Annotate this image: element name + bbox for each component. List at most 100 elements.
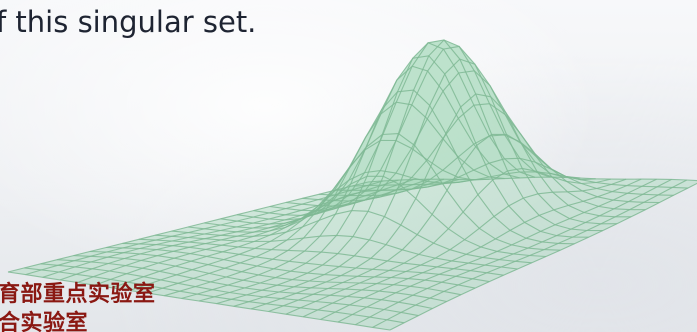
surface-face [376, 277, 408, 285]
surface-grid-line [237, 55, 589, 238]
surface-face [538, 192, 569, 210]
surface-face [444, 59, 476, 107]
surface-face [335, 304, 367, 315]
surface-face [451, 254, 483, 264]
surface-face [432, 190, 464, 229]
surface-face [330, 289, 362, 297]
surface-grid-line [171, 210, 532, 264]
surface-face [380, 173, 412, 191]
surface-face [455, 270, 487, 279]
surface-face [268, 305, 301, 315]
surface-face [42, 272, 77, 280]
surface-grid-line [24, 267, 405, 324]
surface-face [445, 107, 477, 166]
surface-face [364, 291, 396, 300]
surface-face [458, 170, 490, 180]
surface-face [89, 247, 123, 252]
surface-face [57, 260, 92, 267]
surface-face [322, 253, 355, 267]
surface-face [351, 180, 384, 187]
surface-face [357, 269, 390, 277]
surface-face [354, 239, 386, 259]
surface-face [627, 186, 658, 195]
surface-face [309, 274, 341, 282]
surface-face [382, 90, 414, 135]
surface-face [613, 193, 643, 202]
surface-face [489, 135, 520, 159]
surface-face [401, 305, 433, 316]
surface-face [441, 276, 473, 285]
surface-face [566, 181, 597, 191]
surface-face [444, 284, 476, 295]
surface-face [482, 251, 514, 260]
surface-grid-line [253, 39, 603, 232]
surface-face [91, 257, 125, 264]
surface-face [657, 179, 687, 188]
surface-face [239, 248, 272, 257]
surface-face [326, 275, 358, 283]
surface-face [507, 168, 538, 199]
surface-face [458, 278, 490, 289]
surface-face [513, 248, 544, 256]
surface-face [73, 251, 107, 257]
surface-face [263, 292, 296, 299]
surface-face [41, 265, 76, 272]
surface-face [92, 263, 126, 271]
surface-face [367, 133, 399, 177]
surface-face [40, 259, 75, 266]
surface-face [391, 271, 423, 279]
surface-face [257, 259, 290, 269]
surface-face [281, 293, 314, 301]
surface-face [301, 199, 334, 206]
surface-face [494, 205, 525, 231]
surface-face [427, 91, 459, 139]
surface-face [586, 223, 617, 231]
surface-face [542, 235, 573, 244]
surface-face [300, 301, 333, 310]
surface-face [344, 283, 377, 290]
surface-face [286, 198, 319, 205]
surface-grid-line [351, 171, 688, 189]
surface-face [381, 292, 413, 303]
surface-face [108, 258, 142, 266]
surface-face [349, 297, 382, 307]
surface-face [254, 232, 287, 242]
surface-face [347, 289, 379, 298]
surface-face [524, 215, 556, 232]
surface-face [287, 220, 319, 240]
surface-face [369, 309, 402, 320]
surface-face [240, 256, 273, 266]
surface-face [238, 241, 271, 249]
surface-face [110, 273, 144, 283]
surface-face [106, 247, 140, 253]
surface-face [324, 266, 356, 276]
surface-face [364, 102, 397, 150]
surface-face [366, 299, 399, 310]
surface-face [90, 252, 124, 258]
surface-face [519, 171, 551, 178]
surface-face [544, 243, 575, 251]
surface-face [387, 249, 419, 264]
surface-grid-line [367, 176, 697, 183]
surface-face [424, 274, 456, 283]
surface-face [294, 281, 326, 288]
surface-face [601, 216, 632, 224]
surface-face [339, 255, 371, 268]
surface-grid-line [89, 250, 462, 296]
surface-grid-line [269, 45, 617, 225]
surface-face [221, 241, 255, 247]
surface-face [556, 229, 587, 238]
slide-caption: f this singular set. [0, 5, 257, 39]
surface-face [269, 214, 302, 220]
surface-face [558, 237, 589, 244]
surface-face [395, 286, 428, 296]
surface-face [337, 314, 370, 325]
surface-grid-line [7, 271, 391, 331]
surface-face [412, 288, 444, 299]
surface-face [269, 208, 302, 215]
surface-face [303, 309, 336, 320]
surface-grid-line [40, 263, 419, 317]
surface-face [378, 284, 411, 293]
surface-face [74, 256, 108, 262]
surface-face [364, 140, 396, 173]
